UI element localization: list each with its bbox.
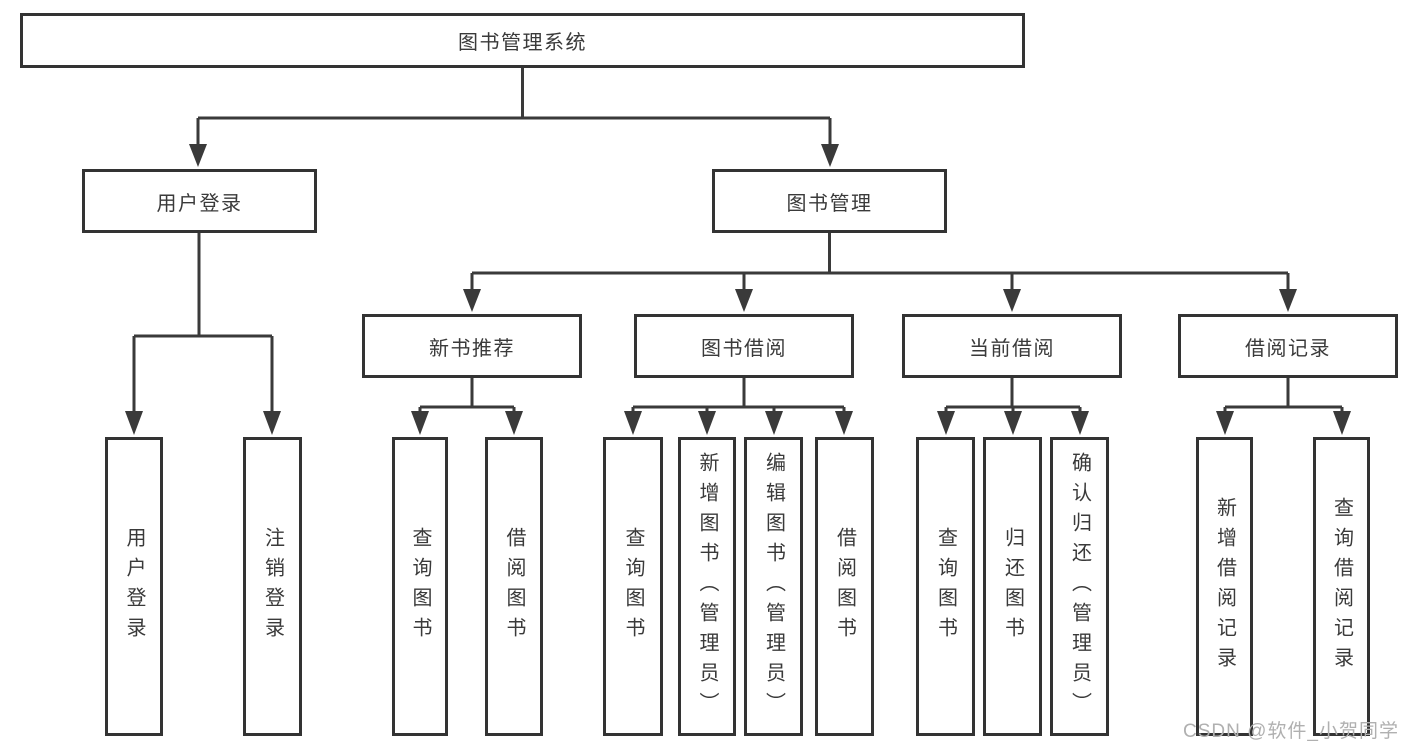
node-user-login-branch-label: 用户登录 <box>156 192 243 215</box>
node-leaf-return-books: 归还图书 <box>983 437 1042 736</box>
arrowhead-icon <box>411 411 429 435</box>
connector-management-to-level3 <box>470 233 1290 290</box>
arrowheads <box>125 144 1351 435</box>
node-new-book-recommend-label: 新书推荐 <box>429 337 515 360</box>
node-leaf-user-login: 用户登录 <box>105 437 163 736</box>
connector-current-borrow <box>944 378 1082 411</box>
node-new-book-recommend: 新书推荐 <box>362 314 582 378</box>
node-leaf-borrow-books-1: 借阅图书 <box>485 437 543 736</box>
node-root: 图书管理系统 <box>20 13 1025 68</box>
node-leaf-query-borrow-record-label: 查询借阅记录 <box>1330 496 1353 677</box>
arrowhead-icon <box>698 411 716 435</box>
arrowhead-icon <box>1004 411 1022 435</box>
node-leaf-add-books-admin-label: 新增图书（管理员） <box>696 451 718 722</box>
node-leaf-query-books-2-label: 查询图书 <box>622 526 644 647</box>
node-leaf-add-borrow-record: 新增借阅记录 <box>1196 437 1253 736</box>
node-book-borrow: 图书借阅 <box>634 314 854 378</box>
node-user-login-branch: 用户登录 <box>82 169 317 233</box>
arrowhead-icon <box>765 411 783 435</box>
arrowhead-icon <box>1333 411 1351 435</box>
node-leaf-confirm-return-admin: 确认归还（管理员） <box>1050 437 1109 736</box>
watermark: CSDN @软件_小贺同学 <box>1183 721 1399 742</box>
node-leaf-borrow-books-2: 借阅图书 <box>815 437 874 736</box>
node-borrow-records-label: 借阅记录 <box>1245 337 1331 360</box>
node-current-borrow-label: 当前借阅 <box>969 337 1055 360</box>
node-book-borrow-label: 图书借阅 <box>701 337 787 360</box>
node-borrow-records: 借阅记录 <box>1178 314 1398 378</box>
arrowhead-icon <box>1216 411 1234 435</box>
arrowhead-icon <box>263 411 281 435</box>
node-leaf-borrow-books-1-label: 借阅图书 <box>503 526 525 647</box>
arrowhead-icon <box>125 411 143 435</box>
arrowhead-icon <box>735 289 753 312</box>
arrowhead-icon <box>505 411 523 435</box>
arrowhead-icon <box>1003 289 1021 312</box>
connector-borrow-records <box>1223 378 1344 411</box>
connector-new-book-recommend <box>418 378 516 411</box>
arrowhead-icon <box>624 411 642 435</box>
arrowhead-icon <box>189 144 207 167</box>
node-leaf-query-borrow-record: 查询借阅记录 <box>1313 437 1370 736</box>
node-leaf-logout-label: 注销登录 <box>261 526 284 647</box>
node-current-borrow: 当前借阅 <box>902 314 1122 378</box>
node-leaf-logout: 注销登录 <box>243 437 302 736</box>
arrowhead-icon <box>821 144 839 167</box>
node-leaf-query-books-3-label: 查询图书 <box>934 526 957 647</box>
connector-login-branch <box>132 233 274 412</box>
connector-book-borrow <box>631 378 846 411</box>
node-leaf-add-borrow-record-label: 新增借阅记录 <box>1213 496 1236 677</box>
arrowhead-icon <box>1071 411 1089 435</box>
node-leaf-query-books-3: 查询图书 <box>916 437 975 736</box>
arrowhead-icon <box>835 411 853 435</box>
node-leaf-query-books-1-label: 查询图书 <box>409 526 431 647</box>
node-leaf-query-books-1: 查询图书 <box>392 437 448 736</box>
node-book-management: 图书管理 <box>712 169 947 233</box>
node-leaf-query-books-2: 查询图书 <box>603 437 663 736</box>
node-leaf-return-books-label: 归还图书 <box>1001 526 1024 647</box>
node-leaf-edit-books-admin: 编辑图书（管理员） <box>744 437 803 736</box>
connector-root-to-level2 <box>196 68 832 146</box>
arrowhead-icon <box>937 411 955 435</box>
arrowhead-icon <box>1279 289 1297 312</box>
node-leaf-confirm-return-admin-label: 确认归还（管理员） <box>1068 451 1091 722</box>
node-book-management-label: 图书管理 <box>786 192 873 215</box>
node-leaf-add-books-admin: 新增图书（管理员） <box>678 437 736 736</box>
node-leaf-edit-books-admin-label: 编辑图书（管理员） <box>762 451 785 722</box>
node-leaf-user-login-label: 用户登录 <box>123 526 145 647</box>
arrowhead-icon <box>463 289 481 312</box>
node-root-label: 图书管理系统 <box>458 32 587 54</box>
node-leaf-borrow-books-2-label: 借阅图书 <box>833 526 856 647</box>
